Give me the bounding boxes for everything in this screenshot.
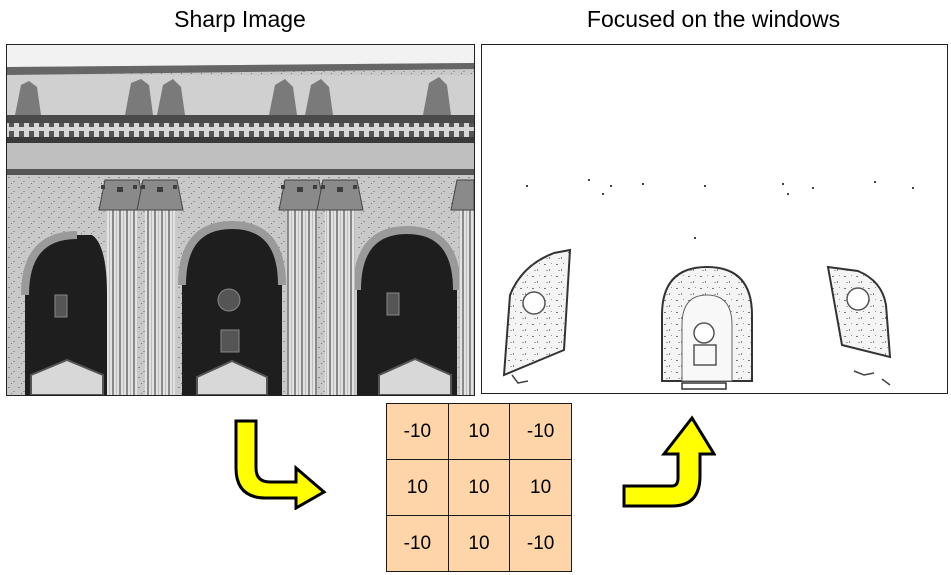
arrow-to-result-icon <box>622 415 716 508</box>
kernel-cell: 10 <box>447 459 511 516</box>
kernel-row: -10 10 -10 <box>386 515 572 572</box>
arrow-to-kernel-icon <box>234 419 327 510</box>
convolution-kernel: -10 10 -10 10 10 10 -10 10 -10 <box>386 403 572 572</box>
kernel-cell: -10 <box>386 403 449 460</box>
kernel-cell: -10 <box>509 515 572 572</box>
building-facade-illustration <box>7 45 474 395</box>
kernel-cell: 10 <box>447 515 511 572</box>
windows-edge-illustration <box>482 45 947 393</box>
sharp-image <box>6 44 475 396</box>
sharp-image-title: Sharp Image <box>174 6 306 32</box>
kernel-cell: 10 <box>447 403 511 460</box>
kernel-cell: -10 <box>386 515 449 572</box>
kernel-row: -10 10 -10 <box>386 403 572 460</box>
kernel-cell: -10 <box>509 403 572 460</box>
kernel-cell: 10 <box>509 459 572 516</box>
kernel-cell: 10 <box>386 459 449 516</box>
kernel-row: 10 10 10 <box>386 459 572 516</box>
filtered-image-title: Focused on the windows <box>586 6 841 32</box>
filtered-image <box>481 44 948 394</box>
